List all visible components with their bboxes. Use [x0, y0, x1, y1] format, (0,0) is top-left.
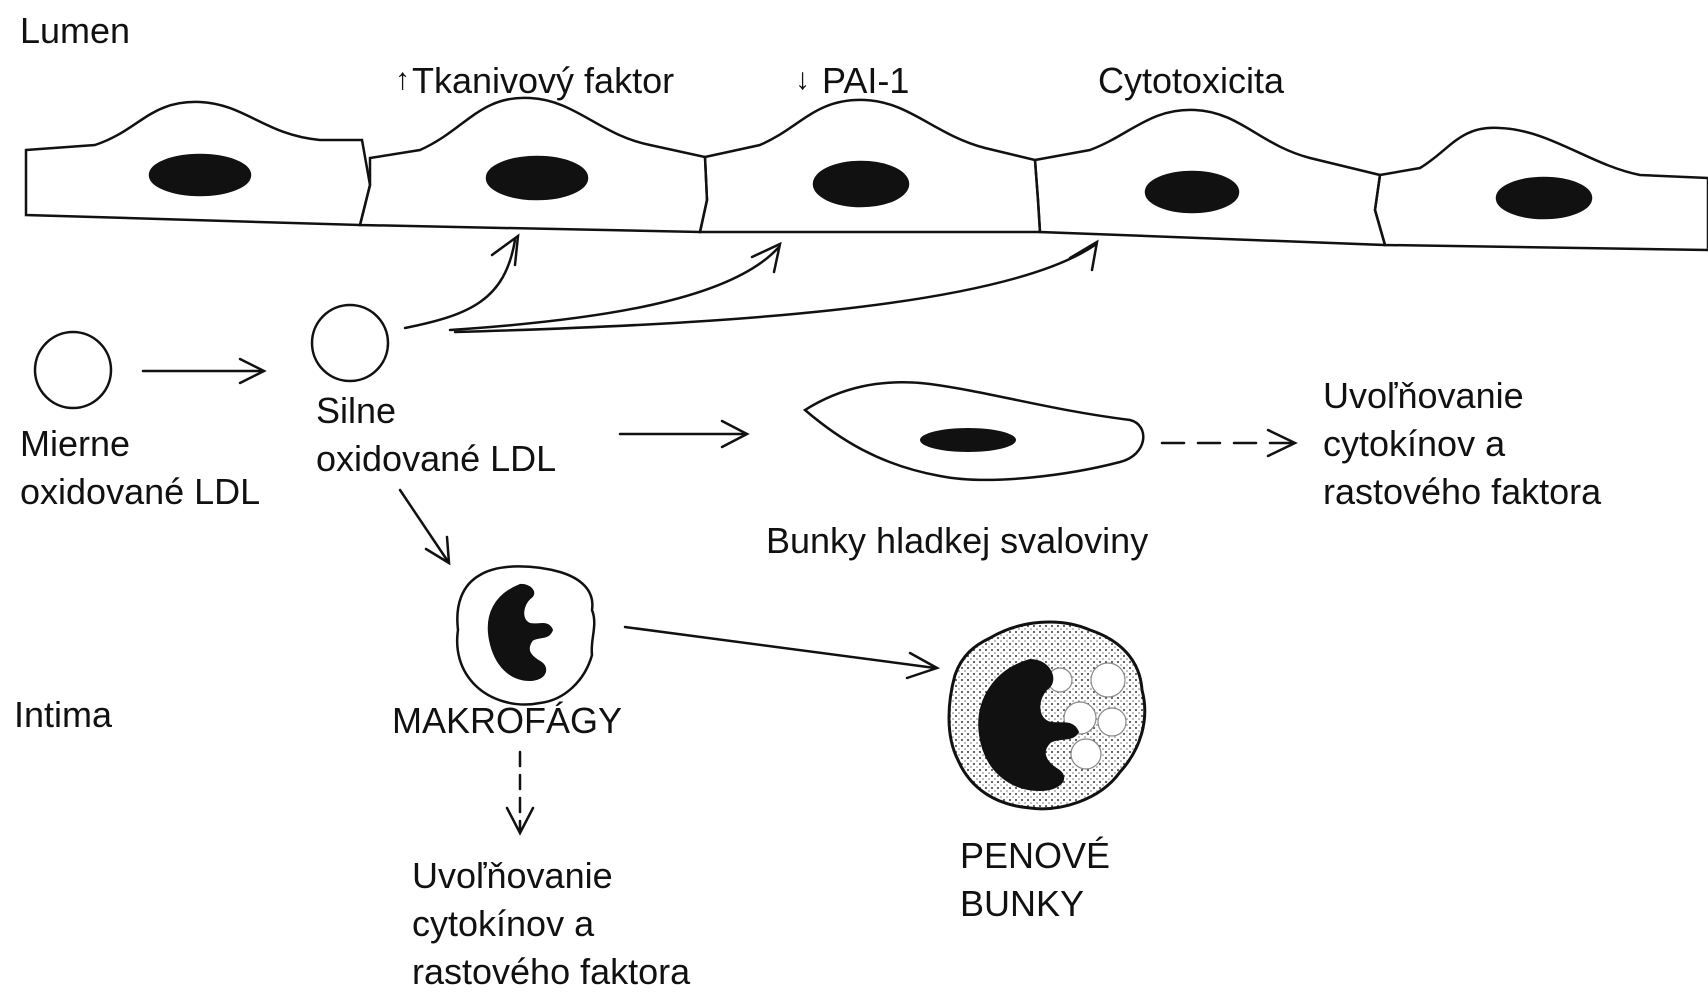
intima-label: Intima	[14, 692, 112, 738]
pai1-label: ↓ PAI-1	[795, 58, 909, 107]
nucleus-4	[1146, 172, 1238, 212]
nucleus-1	[150, 155, 250, 195]
arrow-to-macrophage	[400, 490, 447, 560]
arrow-to-cytotoxicity	[455, 245, 1095, 332]
mild-ldl-line-2: oxidované LDL	[20, 468, 260, 516]
pai1-text: PAI-1	[822, 60, 909, 101]
strong-ldl-line-2: oxidované LDL	[316, 435, 556, 483]
strong-ldl-label: Silne oxidované LDL	[316, 387, 556, 483]
foam-cells-line-2: BUNKY	[960, 880, 1110, 928]
release-right-label: Uvoľňovanie cytokínov a rastového faktor…	[1323, 372, 1601, 516]
smooth-muscle-nucleus	[920, 428, 1016, 452]
foam-cells-label: PENOVÉ BUNKY	[960, 832, 1110, 928]
release-bottom-line-3: rastového faktora	[412, 948, 690, 996]
release-right-line-2: cytokínov a	[1323, 420, 1601, 468]
nucleus-3	[814, 162, 908, 206]
endothelial-layer	[26, 98, 1708, 250]
arrow-to-tissue-factor	[405, 240, 515, 328]
release-bottom-line-1: Uvoľňovanie	[412, 852, 690, 900]
smooth-muscle-label: Bunky hladkej svaloviny	[766, 518, 1148, 564]
macrophages-label: MAKROFÁGY	[392, 698, 622, 744]
arrow-to-foam-cell	[625, 627, 935, 668]
release-right-line-1: Uvoľňovanie	[1323, 372, 1601, 420]
arrow-to-pai1	[450, 248, 778, 330]
cytotoxicity-label: Cytotoxicita	[1098, 58, 1284, 104]
release-bottom-line-2: cytokínov a	[412, 900, 690, 948]
tissue-factor-text: Tkanivový faktor	[412, 60, 674, 101]
down-arrow-icon: ↓	[795, 63, 810, 96]
strong-ldl-line-1: Silne	[316, 387, 556, 435]
release-bottom-label: Uvoľňovanie cytokínov a rastového faktor…	[412, 852, 690, 996]
lumen-label: Lumen	[20, 8, 130, 54]
up-arrow-icon: ↑	[395, 63, 410, 96]
mild-ldl-label: Mierne oxidované LDL	[20, 420, 260, 516]
mild-ldl-particle	[35, 332, 111, 408]
nucleus-5	[1497, 178, 1591, 218]
foam-cells-line-1: PENOVÉ	[960, 832, 1110, 880]
mild-ldl-line-1: Mierne	[20, 420, 260, 468]
strong-ldl-particle	[312, 305, 388, 381]
tissue-factor-label: ↑Tkanivový faktor	[395, 58, 674, 107]
release-right-line-3: rastového faktora	[1323, 468, 1601, 516]
nucleus-2	[487, 157, 587, 199]
